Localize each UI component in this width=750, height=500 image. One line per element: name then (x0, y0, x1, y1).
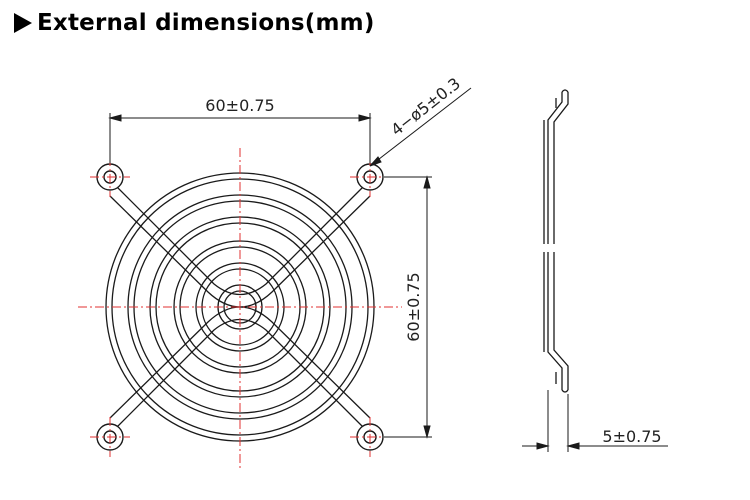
section-title-text: External dimensions(mm) (37, 10, 375, 36)
thickness-dimension-label: 5±0.75 (602, 427, 661, 446)
hole-dimension-label: 4−ø5±0.3 (387, 74, 464, 140)
hole-leader (369, 87, 472, 167)
height-dimension (384, 175, 432, 439)
height-dimension-label: 60±0.75 (404, 272, 423, 341)
center-lines (78, 148, 402, 468)
section-title: External dimensions(mm) (14, 8, 375, 38)
thickness-dimension (522, 390, 668, 452)
triangle-bullet-icon (14, 13, 32, 33)
width-dimension-label: 60±0.75 (205, 96, 274, 115)
width-dimension (108, 113, 372, 163)
side-view (543, 89, 569, 393)
